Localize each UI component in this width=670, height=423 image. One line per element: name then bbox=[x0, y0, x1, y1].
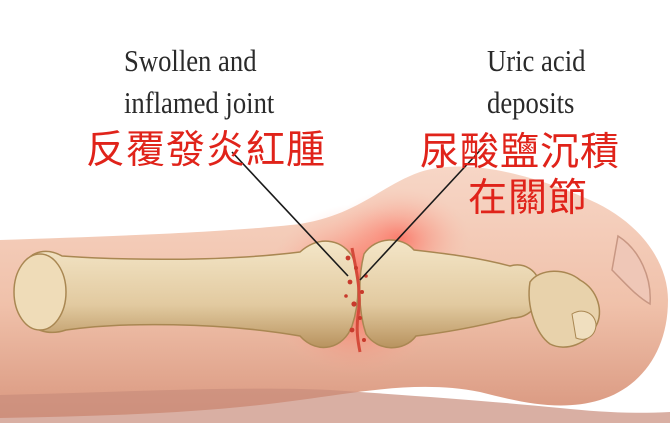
label-swollen-chinese: 反覆發炎紅腫 bbox=[86, 128, 326, 174]
distal-phalanx-tip bbox=[572, 311, 596, 339]
label-uric-chinese-line2: 在關節 bbox=[468, 176, 588, 222]
label-uric-line1: Uric acid bbox=[487, 42, 585, 80]
label-swollen-line1: Swollen and bbox=[124, 42, 257, 80]
label-swollen-line2: inflamed joint bbox=[124, 84, 274, 122]
label-uric-chinese-line1: 尿酸鹽沉積 bbox=[420, 130, 620, 176]
label-uric-line2: deposits bbox=[487, 84, 574, 122]
metatarsal-head bbox=[14, 254, 66, 330]
